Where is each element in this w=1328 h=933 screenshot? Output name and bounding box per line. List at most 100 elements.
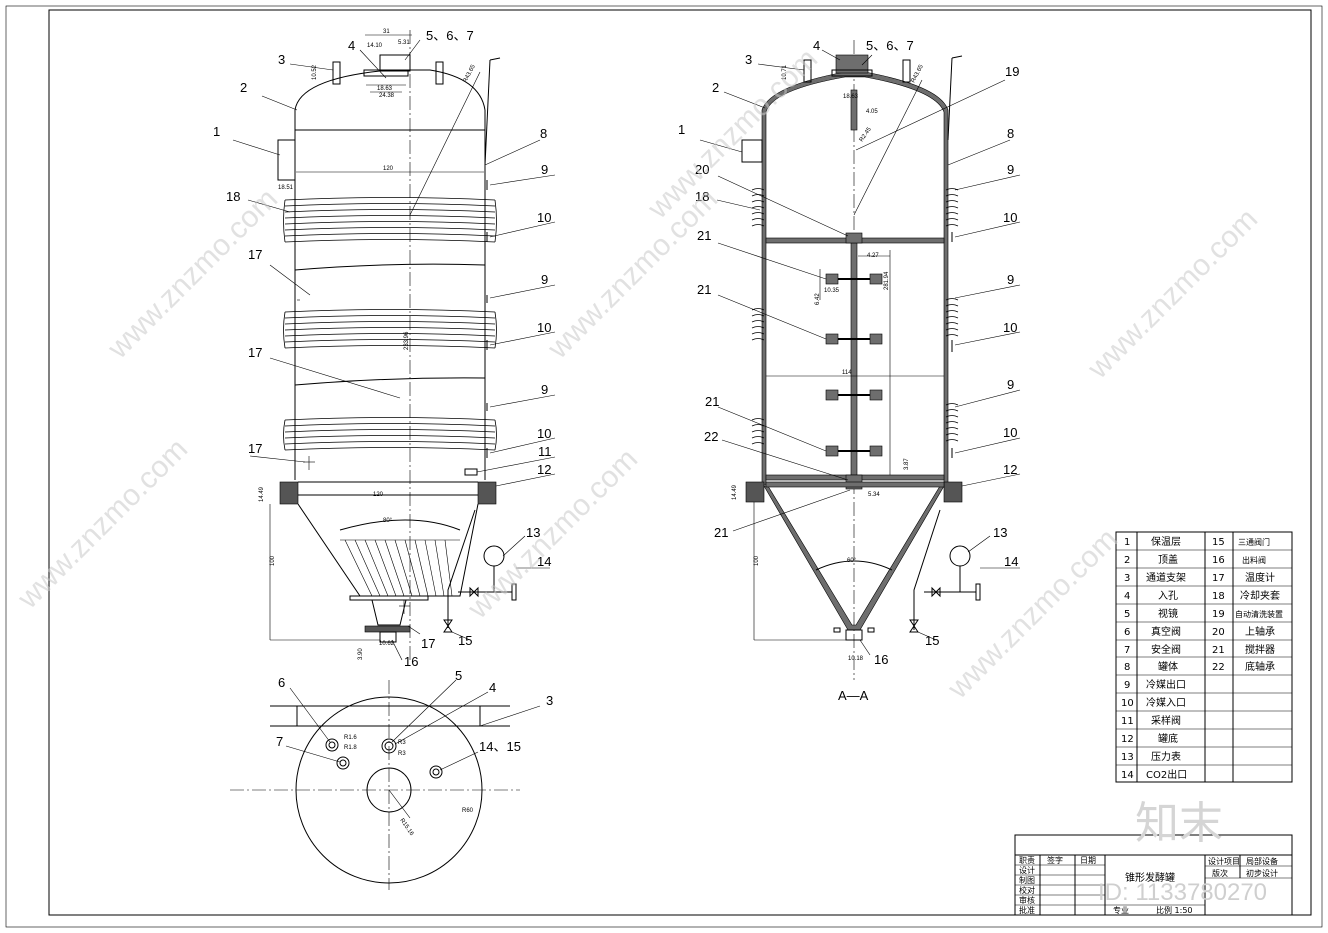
dim-label: 120 bbox=[383, 166, 394, 172]
dim-label: R43.65 bbox=[910, 63, 925, 83]
tb-cell: 版次 bbox=[1212, 868, 1228, 878]
watermark-logo: 知末 bbox=[1135, 798, 1223, 849]
parts-name: CO2出口 bbox=[1146, 768, 1187, 781]
watermark-id: ID: 1133780270 bbox=[1098, 879, 1267, 906]
callout-label: 14 bbox=[1004, 554, 1018, 569]
callout-label: 8 bbox=[1007, 126, 1014, 141]
dim-label: R15.16 bbox=[398, 818, 414, 838]
callout-label: 9 bbox=[1007, 272, 1014, 287]
parts-no: 6 bbox=[1124, 627, 1130, 638]
callout-label: 7 bbox=[276, 734, 283, 749]
parts-name: 通道支架 bbox=[1146, 571, 1186, 584]
section-view bbox=[741, 40, 981, 680]
callout-label: 14 bbox=[537, 554, 551, 569]
callout-label: 22 bbox=[704, 429, 718, 444]
callout-label: 15 bbox=[458, 633, 472, 648]
callout-label: 18 bbox=[226, 189, 240, 204]
callout-label: 10 bbox=[537, 320, 551, 335]
dim-label: 80° bbox=[383, 518, 393, 524]
dim-label: R3 bbox=[398, 751, 406, 757]
callout-label: 3 bbox=[745, 52, 752, 67]
callout-label: 13 bbox=[526, 525, 540, 540]
parts-no: 10 bbox=[1121, 698, 1134, 709]
parts-name: 搅拌器 bbox=[1245, 643, 1275, 656]
callout-label: 21 bbox=[697, 282, 711, 297]
callout-label: 17 bbox=[248, 247, 262, 262]
parts-no: 3 bbox=[1124, 573, 1130, 584]
dim-label: 31 bbox=[383, 29, 390, 35]
dim-label: 10.35 bbox=[824, 288, 840, 294]
parts-name: 自动清洗装置 bbox=[1235, 609, 1283, 619]
parts-no: 12 bbox=[1121, 734, 1134, 745]
dim-label: 18.51 bbox=[278, 185, 294, 191]
title-block: 职责 设计 制图 校对 审核 批准 签字 日期 锥形发酵罐 设计项目 局部设备 … bbox=[1014, 834, 1293, 916]
dim-label: 5.31 bbox=[398, 40, 410, 46]
dim-label: 5.34 bbox=[868, 492, 880, 498]
tb-role: 职责 bbox=[1019, 855, 1035, 865]
callouts-left: 1 2 3 4 5、6、7 8 9 10 9 10 9 10 11 12 13 … bbox=[213, 28, 556, 669]
watermark-site: www.znzmo.com bbox=[1081, 202, 1264, 385]
callout-label: 10 bbox=[537, 210, 551, 225]
callout-label: 3 bbox=[546, 693, 553, 708]
callout-label: 21 bbox=[697, 228, 711, 243]
callout-label: 19 bbox=[1005, 64, 1019, 79]
callout-label: 16 bbox=[874, 652, 888, 667]
parts-name: 三通阀门 bbox=[1238, 537, 1270, 547]
callout-label: 18 bbox=[695, 189, 709, 204]
parts-name: 底轴承 bbox=[1245, 660, 1275, 673]
parts-name: 安全阀 bbox=[1151, 643, 1181, 656]
dim-label: 10.62 bbox=[379, 641, 395, 647]
tb-role: 审核 bbox=[1019, 895, 1035, 905]
callout-label: 14、15 bbox=[479, 739, 521, 754]
parts-name: 保温层 bbox=[1151, 535, 1181, 548]
parts-table: 1 保温层 2 顶盖 3 通道支架 4 入孔 5 视镜 6 真空阀 7 安全阀 … bbox=[1115, 531, 1293, 783]
section-title: A—A bbox=[838, 688, 869, 703]
dim-label: 10.71 bbox=[782, 64, 788, 80]
parts-no: 19 bbox=[1212, 609, 1225, 620]
dim-label: 18.63 bbox=[843, 94, 859, 100]
callout-label: 9 bbox=[541, 162, 548, 177]
tb-role: 设计 bbox=[1019, 865, 1035, 875]
parts-no: 11 bbox=[1121, 716, 1134, 727]
callout-label: 21 bbox=[705, 394, 719, 409]
callout-label: 1 bbox=[678, 122, 685, 137]
callout-label: 9 bbox=[1007, 162, 1014, 177]
tb-role: 制图 bbox=[1019, 875, 1035, 885]
parts-name: 出料阀 bbox=[1242, 555, 1266, 565]
parts-no: 15 bbox=[1212, 537, 1225, 548]
watermark-site: www.znzmo.com bbox=[641, 42, 824, 225]
tb-head: 日期 bbox=[1080, 856, 1096, 865]
callout-label: 6 bbox=[278, 675, 285, 690]
parts-name: 温度计 bbox=[1245, 571, 1275, 584]
callouts-plan: 3 4 5 6 7 14、15 bbox=[276, 668, 553, 771]
dim-label: R60 bbox=[462, 808, 474, 814]
dim-label: 14.10 bbox=[367, 43, 383, 49]
watermark-site: www.znzmo.com bbox=[541, 182, 724, 365]
callout-label: 5、6、7 bbox=[866, 38, 914, 53]
callout-label: 1 bbox=[213, 124, 220, 139]
callout-label: 17 bbox=[248, 345, 262, 360]
parts-name: 冷媒入口 bbox=[1146, 696, 1186, 709]
dim-label: 120 bbox=[373, 492, 384, 498]
tb-role: 批准 bbox=[1019, 905, 1035, 915]
callout-label: 20 bbox=[695, 162, 709, 177]
drawing-name: 锥形发酵罐 bbox=[1125, 871, 1175, 884]
parts-no: 4 bbox=[1124, 591, 1130, 602]
parts-no: 9 bbox=[1124, 680, 1130, 691]
tb-cell: 初步设计 bbox=[1246, 868, 1278, 878]
parts-name: 真空阀 bbox=[1151, 625, 1181, 638]
callout-label: 21 bbox=[714, 525, 728, 540]
dim-label: R2.45 bbox=[859, 126, 873, 143]
callout-label: 9 bbox=[541, 382, 548, 397]
dim-label: R1.8 bbox=[344, 745, 357, 751]
parts-name: 采样阀 bbox=[1151, 714, 1181, 727]
sheet-border-inner bbox=[48, 9, 1312, 916]
callout-label: 2 bbox=[712, 80, 719, 95]
parts-no: 16 bbox=[1212, 555, 1225, 566]
parts-name: 罐体 bbox=[1158, 660, 1178, 673]
parts-no: 22 bbox=[1212, 662, 1225, 673]
elevation-view bbox=[269, 30, 517, 660]
parts-name: 冷却夹套 bbox=[1240, 589, 1280, 602]
callout-label: 3 bbox=[278, 52, 285, 67]
callout-label: 9 bbox=[541, 272, 548, 287]
